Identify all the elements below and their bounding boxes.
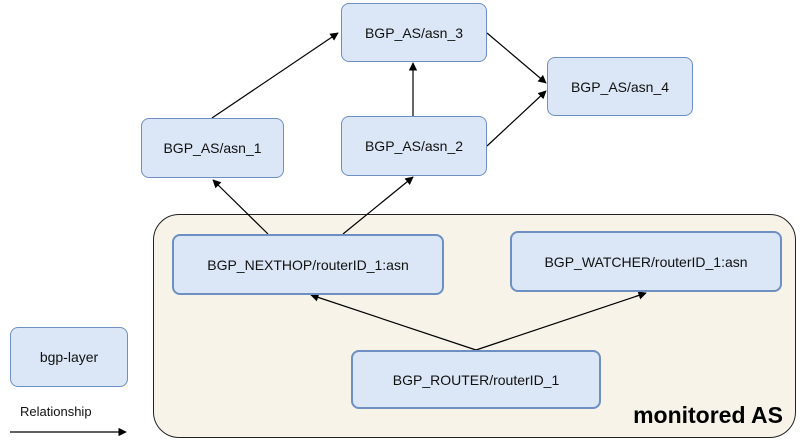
node-bgp-as-asn-2: BGP_AS/asn_2 [341, 116, 487, 176]
node-bgp-as-asn-4: BGP_AS/asn_4 [547, 57, 693, 116]
edge-nexthop-asn1 [212, 179, 269, 235]
node-bgp-as-asn-3: BGP_AS/asn_3 [341, 3, 487, 62]
node-bgp-as-asn-1: BGP_AS/asn_1 [141, 118, 284, 178]
node-bgp-nexthop: BGP_NEXTHOP/routerID_1:asn [172, 234, 444, 295]
edge-nexthop-asn2 [342, 176, 414, 235]
edge-asn1-asn3 [211, 32, 339, 119]
edge-router-watcher [475, 291, 647, 351]
edge-router-nexthop [310, 293, 477, 351]
node-bgp-router: BGP_ROUTER/routerID_1 [351, 350, 601, 409]
edge-asn2-asn4 [486, 90, 547, 147]
legend-node-bgp-layer: bgp-layer [10, 327, 128, 387]
node-bgp-watcher: BGP_WATCHER/routerID_1:asn [510, 231, 782, 292]
edge-asn3-asn4 [486, 32, 547, 84]
group-label: monitored AS [633, 402, 783, 428]
legend-relationship-label: Relationship [20, 404, 92, 419]
